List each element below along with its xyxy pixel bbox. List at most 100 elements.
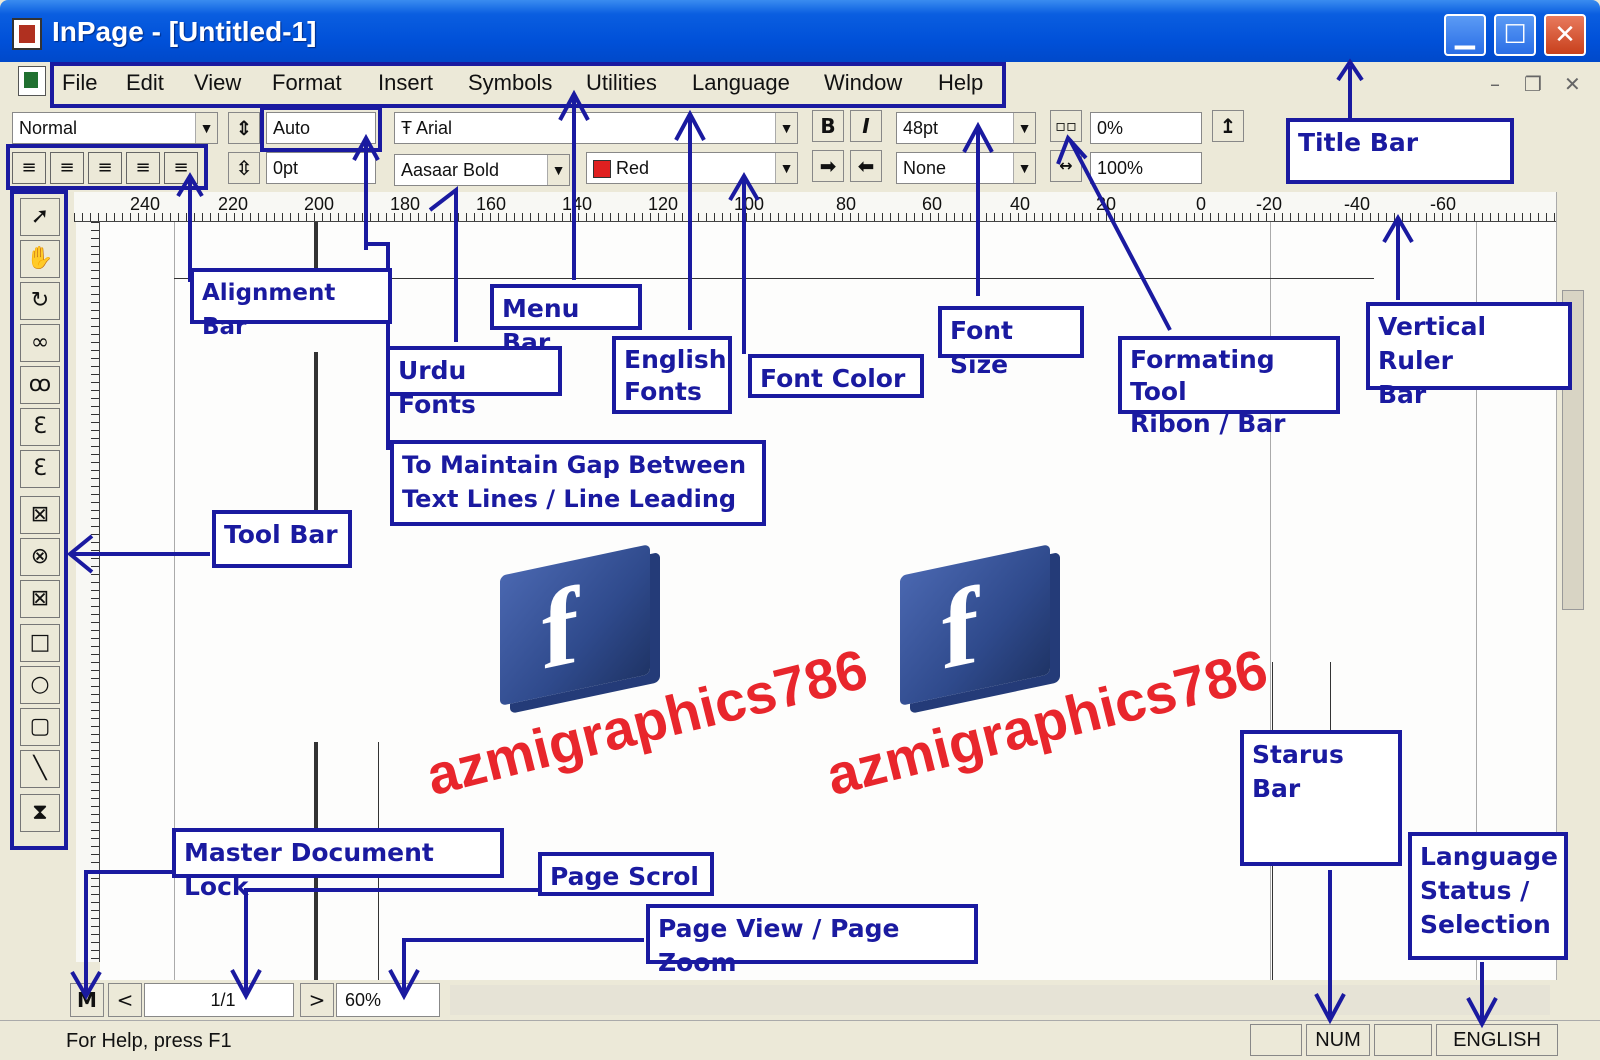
ruler-label: 120 [648,194,679,214]
arrow-right-icon[interactable]: ➡ [812,150,844,182]
text-box-icon[interactable]: Ɛ [20,408,60,446]
status-panel-empty [1250,1024,1302,1056]
table-icon[interactable]: ⧗ [20,794,60,832]
margin-guide [174,222,175,982]
ellipse-picture-icon[interactable]: ⊗ [20,538,60,576]
scale-field[interactable]: 100% [1090,152,1202,184]
chevron-down-icon[interactable]: ▼ [1013,113,1035,143]
arrow-left-icon[interactable]: ⬅ [850,150,882,182]
arrow-up-icon[interactable]: ↥ [1212,110,1244,142]
callout-font-size: Font Size [938,306,1084,379]
ellipse-icon[interactable]: ○ [20,666,60,704]
callout-line-leading: To Maintain Gap Between Text Lines / Lin… [390,440,766,526]
menu-format[interactable]: Format [272,70,342,95]
align-left-button[interactable]: ≡ [12,152,46,184]
mdi-minimize-button[interactable]: – [1490,72,1500,96]
callout-vertical-ruler: Vertical Ruler Bar [1366,302,1572,409]
horizontal-scrollbar[interactable] [450,985,1550,1015]
horizontal-ruler [74,192,1574,222]
style-value: Normal [19,118,78,138]
rotate-icon[interactable]: ↻ [20,282,60,320]
leading-field[interactable]: Auto [266,112,376,144]
help-text: For Help, press F1 [66,1030,232,1052]
leading-value: Auto [273,118,311,138]
justify-all-button[interactable]: ≡ [164,152,198,184]
page-number-field[interactable]: 1/1 [144,983,294,1017]
rounded-rect-icon[interactable]: ▢ [20,708,60,746]
menu-file[interactable]: File [62,70,98,95]
callout-english-fonts: English Fonts [612,336,732,414]
spacing-field[interactable]: 0pt [266,152,376,184]
menu-view[interactable]: View [194,70,242,95]
next-page-button[interactable]: > [300,983,334,1017]
text-frame-icon[interactable]: Ɛ [20,450,60,488]
chevron-down-icon[interactable]: ▼ [775,113,797,143]
menu-language[interactable]: Language [692,70,790,95]
font-color-select[interactable]: Red ▼ [586,152,798,184]
menu-window[interactable]: Window [824,70,903,95]
color-swatch [593,160,611,179]
picture-box-icon[interactable]: ⊠ [20,496,60,534]
style-select[interactable]: Normal ▼ [12,112,218,144]
facebook-f: f [942,563,979,694]
master-lock-button[interactable]: M [70,983,104,1017]
italic-button[interactable]: I [850,110,882,142]
mdi-restore-button[interactable]: ❐ [1524,72,1542,96]
ruler-label: -20 [1256,194,1283,214]
maximize-icon: ☐ [1503,20,1527,50]
callout-status-bar: Starus Bar [1240,730,1402,866]
ruler-label: 60 [922,194,943,214]
chevron-down-icon[interactable]: ▼ [547,155,569,185]
link-icon[interactable]: ∞ [20,324,60,362]
chevron-down-icon[interactable]: ▼ [1013,153,1035,183]
minimize-icon: ▁ [1455,20,1475,50]
app-icon[interactable] [12,18,42,50]
tracking-field[interactable]: 0% [1090,112,1202,144]
menu-help[interactable]: Help [938,70,984,95]
zoom-field[interactable]: 60% [336,983,440,1017]
font-size-select[interactable]: 48pt ▼ [896,112,1036,144]
pointer-icon[interactable]: ➚ [20,198,60,236]
rect-picture-icon[interactable]: ⊠ [20,580,60,618]
maximize-button[interactable]: ☐ [1494,14,1536,56]
underline-select[interactable]: None ▼ [896,152,1036,184]
english-font-select[interactable]: Ŧ Arial ▼ [394,112,798,144]
spacing-value: 0pt [273,158,299,178]
minimize-button[interactable]: ▁ [1444,14,1486,56]
align-right-button[interactable]: ≡ [50,152,84,184]
underline-value: None [903,158,947,178]
ruler-label: 40 [1010,194,1031,214]
language-indicator[interactable]: ENGLISH [1436,1024,1558,1056]
unlink-icon[interactable]: ꝏ [20,366,60,404]
urdu-font-select[interactable]: Aasaar Bold ▼ [394,154,570,186]
line-icon[interactable]: ╲ [20,750,60,788]
font-size-value: 48pt [903,118,939,138]
ruler-label: 140 [562,194,593,214]
menu-insert[interactable]: Insert [378,70,434,95]
close-button[interactable]: ✕ [1544,14,1586,56]
scale-icon: ↔ [1050,150,1082,182]
ruler-label: -60 [1430,194,1457,214]
chevron-down-icon[interactable]: ▼ [195,113,217,143]
spacing-icon: ⇳ [228,152,260,184]
chevron-down-icon[interactable]: ▼ [775,153,797,183]
ruler-label: 20 [1096,194,1117,214]
rectangle-icon[interactable]: □ [20,624,60,662]
prev-page-button[interactable]: < [108,983,142,1017]
hand-icon[interactable]: ✋ [20,240,60,278]
justify-button[interactable]: ≡ [126,152,160,184]
mdi-close-button[interactable]: ✕ [1564,72,1581,96]
ruler-label: 80 [836,194,857,214]
align-center-button[interactable]: ≡ [88,152,122,184]
menu-edit[interactable]: Edit [126,70,164,95]
menu-bar: File Edit View Format Insert Symbols Uti… [0,62,1600,104]
menu-utilities[interactable]: Utilities [586,70,657,95]
document-icon[interactable] [18,66,46,96]
column-guide [314,352,318,552]
tracking-icon: ▫▫ [1050,110,1082,142]
callout-language-status: Language Status / Selection [1408,832,1568,960]
bold-button[interactable]: B [812,110,844,142]
title-bar: InPage - [Untitled-1] ▁ ☐ ✕ [0,0,1600,70]
menu-symbols[interactable]: Symbols [468,70,553,95]
